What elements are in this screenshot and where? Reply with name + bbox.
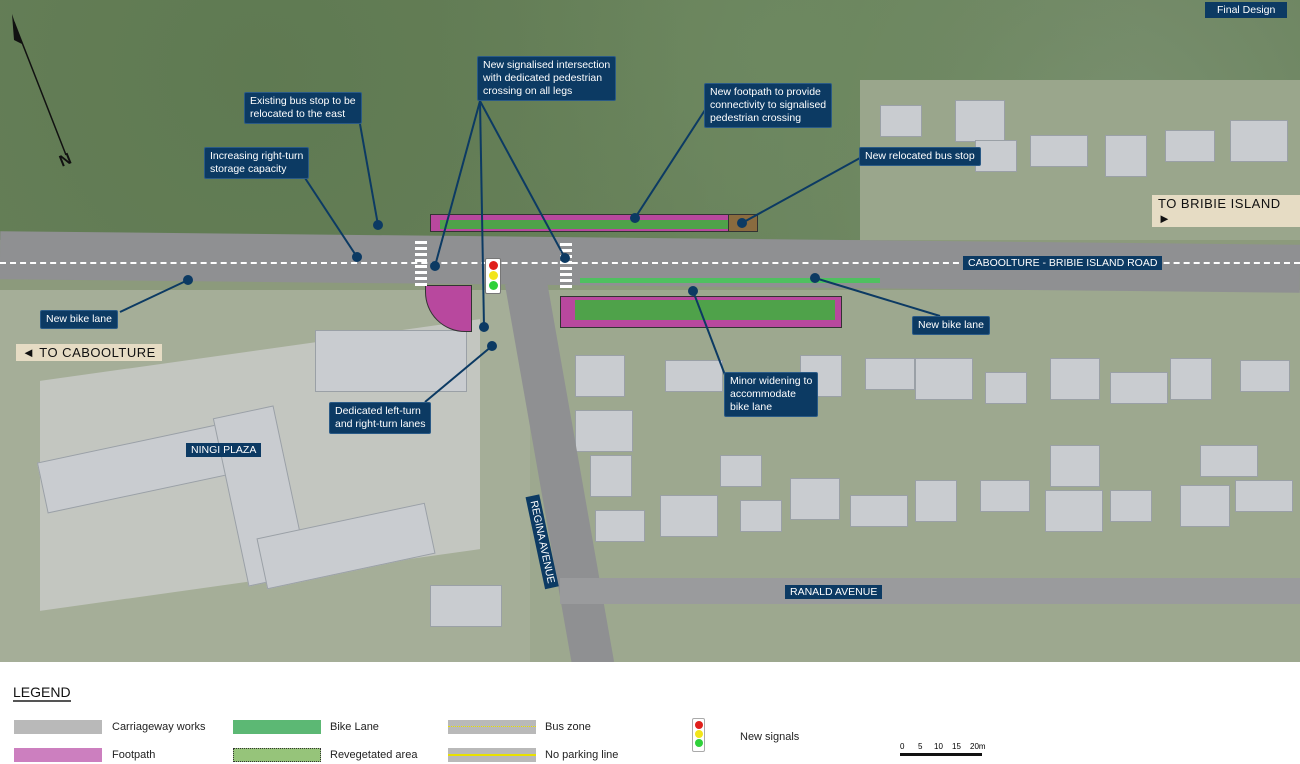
scale-tick: 10	[934, 742, 943, 751]
scale-bar: 0 5 10 15 20m	[900, 742, 990, 756]
ranald-avenue-road	[560, 578, 1300, 604]
crossing-east	[560, 240, 572, 288]
house	[1050, 445, 1100, 487]
plaza-building	[315, 330, 467, 392]
house	[1110, 490, 1152, 522]
building	[430, 585, 502, 627]
callout-bike-lane-east: New bike lane	[912, 316, 990, 335]
legend-label: Revegetated area	[330, 749, 418, 761]
swatch-no-parking	[448, 748, 536, 762]
house	[740, 500, 782, 532]
house	[790, 478, 840, 520]
house	[915, 358, 973, 400]
swatch-footpath	[14, 748, 102, 762]
house	[1180, 485, 1230, 527]
callout-bike-lane-west: New bike lane	[40, 310, 118, 329]
traffic-signal-icon	[485, 258, 501, 294]
swatch-bus-zone	[448, 720, 536, 734]
callout-relocated-bus-stop: New relocated bus stop	[859, 147, 981, 166]
house	[865, 358, 915, 390]
leader-lines	[12, 14, 941, 403]
crossing-west	[415, 238, 427, 286]
house	[590, 455, 632, 497]
house	[985, 372, 1027, 404]
direction-west: ◄ TO CABOOLTURE	[16, 344, 162, 361]
legend-label: Footpath	[112, 749, 156, 761]
direction-east: TO BRIBIE ISLAND ►	[1152, 195, 1300, 227]
house	[575, 355, 625, 397]
house	[575, 410, 633, 452]
scale-tick: 0	[900, 742, 905, 751]
final-design-stamp: Final Design	[1205, 2, 1288, 18]
house	[850, 495, 908, 527]
north-arrow-icon	[12, 14, 67, 156]
revegetated-north	[440, 220, 730, 229]
house	[1170, 358, 1212, 400]
legend-label: No parking line	[545, 749, 619, 761]
house	[1110, 372, 1168, 404]
legend-label: Bus zone	[545, 721, 591, 733]
house	[1045, 490, 1103, 532]
swatch-bike-lane	[233, 720, 321, 734]
house	[1230, 120, 1288, 162]
legend-label: Carriageway works	[112, 721, 206, 733]
revegetated-south	[575, 300, 835, 320]
road-label-ranald: RANALD AVENUE	[785, 585, 883, 599]
house	[1200, 445, 1258, 477]
house	[980, 480, 1030, 512]
house	[1105, 135, 1147, 177]
house	[1165, 130, 1215, 162]
scale-tick: 15	[952, 742, 961, 751]
road-label-main: CABOOLTURE - BRIBIE ISLAND ROAD	[963, 256, 1163, 270]
legend-label: New signals	[740, 731, 800, 743]
house	[955, 100, 1005, 142]
place-label-plaza: NINGI PLAZA	[186, 443, 262, 457]
house	[880, 105, 922, 137]
house	[1030, 135, 1088, 167]
legend-label: Bike Lane	[330, 721, 379, 733]
house	[1240, 360, 1290, 392]
house	[595, 510, 645, 542]
swatch-revegetated	[233, 748, 321, 762]
traffic-signal-icon	[692, 718, 705, 752]
house	[720, 455, 762, 487]
legend-title: LEGEND	[13, 684, 71, 702]
house	[665, 360, 723, 392]
house	[1235, 480, 1293, 512]
scale-tick: 20m	[970, 742, 986, 751]
house	[1050, 358, 1100, 400]
legend: LEGEND Carriageway works Footpath Bike L…	[0, 662, 1300, 764]
road-centre-line	[0, 262, 1300, 264]
house	[660, 495, 718, 537]
scale-tick: 5	[918, 742, 923, 751]
house	[915, 480, 957, 522]
swatch-carriageway	[14, 720, 102, 734]
bike-lane-east	[580, 278, 880, 283]
